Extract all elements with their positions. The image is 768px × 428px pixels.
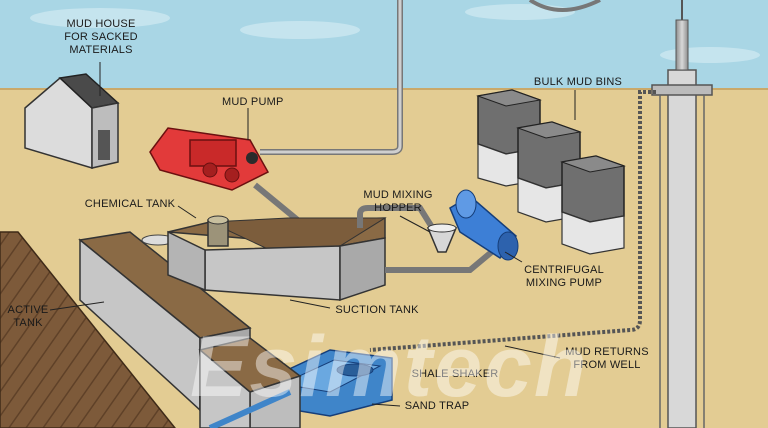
- kelly-hose: [528, 0, 601, 12]
- flowline: [208, 389, 292, 428]
- watermark: Esimtech: [190, 319, 589, 415]
- mud-house: [24, 73, 120, 170]
- mixing-return-pipe: [385, 242, 502, 273]
- label-line: FROM WELL: [573, 359, 641, 371]
- label-line: MUD RETURNS: [565, 346, 649, 358]
- suction-tank: [167, 217, 387, 302]
- label-line: ACTIVE: [7, 304, 49, 316]
- return-line: [369, 90, 656, 352]
- label-line: CENTRIFUGAL: [524, 264, 604, 276]
- wellbore: [651, 0, 713, 428]
- centrifugal-mixing-pump: [449, 189, 519, 261]
- label-mud-house: MUD HOUSE FOR SACKED MATERIALS: [56, 18, 146, 57]
- label-line: MATERIALS: [69, 44, 133, 56]
- label-line: MIXING PUMP: [525, 277, 603, 289]
- label-line: TANK: [13, 317, 43, 329]
- label-suction-tank: SUCTION TANK: [335, 304, 419, 316]
- label-chemical-tank: CHEMICAL TANK: [84, 198, 176, 210]
- label-bulk-mud-bins: BULK MUD BINS: [533, 76, 623, 88]
- label-active-tank: ACTIVE TANK: [4, 304, 52, 330]
- mud-pump: [149, 127, 270, 191]
- label-mud-pump: MUD PUMP: [222, 96, 284, 108]
- label-line: MUD HOUSE: [66, 18, 136, 30]
- active-tank-pit: [0, 231, 176, 428]
- label-line: MUD MIXING: [363, 189, 433, 201]
- mud-mixing-hopper: [426, 223, 458, 253]
- leader-lines: [49, 62, 576, 407]
- label-sand-trap: SAND TRAP: [404, 400, 470, 412]
- label-centrifugal-mixing-pump: CENTRIFUGAL MIXING PUMP: [518, 264, 610, 290]
- label-mud-mixing-hopper: MUD MIXING HOPPER: [358, 189, 438, 215]
- chemical-tank: [207, 215, 229, 247]
- bulk-mud-bins: [476, 89, 626, 255]
- label-mud-returns: MUD RETURNS FROM WELL: [562, 346, 652, 372]
- bulk-bin: [560, 155, 626, 255]
- sand-trap: [198, 337, 302, 428]
- label-line: FOR SACKED: [64, 31, 138, 43]
- hopper-pipe: [357, 205, 443, 242]
- label-line: HOPPER: [374, 202, 422, 214]
- label-shale-shaker: SHALE SHAKER: [411, 368, 499, 380]
- pump-suction-pipe: [253, 182, 302, 225]
